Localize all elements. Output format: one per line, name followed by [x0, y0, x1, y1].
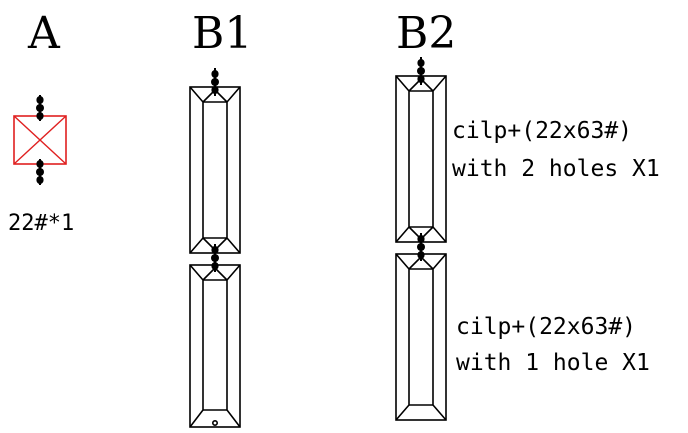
connector-pin-icon	[417, 233, 425, 261]
connector-pin-icon	[417, 57, 425, 85]
label-b1: B1	[192, 8, 252, 59]
crystal-a-diagonal	[13, 115, 67, 165]
label-a: A	[27, 8, 61, 59]
crystal-b1-lower	[189, 264, 241, 428]
connector-pin-icon	[211, 68, 219, 96]
crystal-b2-lower	[395, 253, 447, 421]
label-b2: B2	[396, 8, 456, 59]
b2-lower-note-line2: with 1 hole X1	[456, 350, 650, 376]
b2-lower-note-line1: cilp+(22x63#)	[456, 314, 636, 340]
part-a-spec: 22#*1	[8, 211, 74, 236]
connector-pin-icon	[36, 95, 44, 121]
b2-upper-note-line1: cilp+(22x63#)	[452, 118, 632, 144]
b2-upper-note-line2: with 2 holes X1	[452, 156, 660, 182]
connector-pin-icon	[36, 159, 44, 185]
connector-pin-icon	[211, 244, 219, 272]
crystal-b2-upper	[395, 75, 447, 243]
crystal-a	[13, 95, 67, 185]
crystal-b1-upper	[189, 86, 241, 254]
